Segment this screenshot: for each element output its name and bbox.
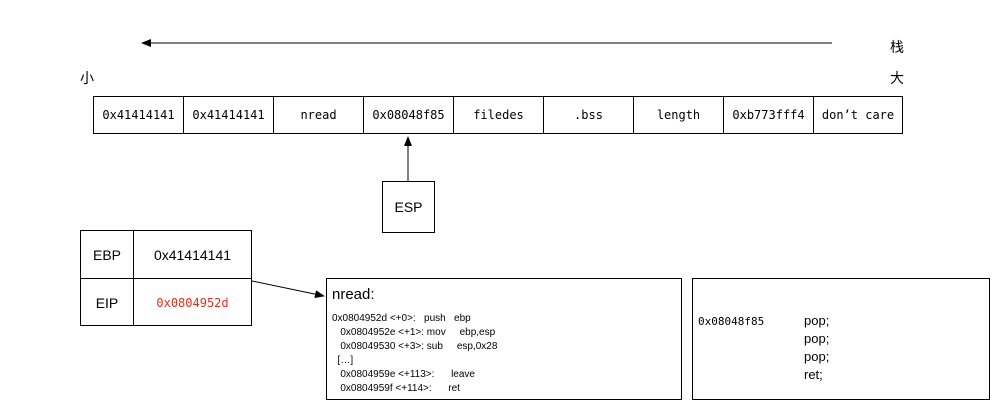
code-line: 0x0804952d <+0>: push ebp bbox=[332, 313, 471, 324]
code-line: 0x0804959e <+113>: leave bbox=[332, 369, 475, 380]
stack-cell: .bss bbox=[544, 97, 634, 133]
gadget-instruction: pop; bbox=[804, 349, 830, 364]
gadget-instruction: ret; bbox=[804, 367, 823, 382]
nread-title: nread: bbox=[332, 286, 375, 303]
code-line: […] bbox=[332, 355, 354, 366]
eip-value: 0x0804952d bbox=[156, 295, 229, 310]
ebp-name: EBP bbox=[81, 231, 134, 278]
stack-cell: 0x41414141 bbox=[184, 97, 274, 133]
eip-to-nread-arrow bbox=[251, 280, 325, 299]
gadget-instruction: pop; bbox=[804, 331, 830, 346]
stack-cell: 0xb773fff4 bbox=[724, 97, 814, 133]
stack-cell: length bbox=[634, 97, 724, 133]
ebp-value: 0x41414141 bbox=[153, 246, 232, 263]
big-end-label: 大 bbox=[890, 70, 904, 86]
small-end-label: 小 bbox=[80, 70, 94, 86]
eip-name: EIP bbox=[81, 279, 134, 326]
code-line: 0x0804952e <+1>: mov ebp,esp bbox=[332, 327, 496, 338]
eip-row: EIP 0x0804952d bbox=[81, 279, 251, 326]
ebp-row: EBP 0x41414141 bbox=[81, 231, 251, 279]
gadget-address: 0x08048f85 bbox=[698, 315, 765, 328]
stack-cell: 0x41414141 bbox=[94, 97, 184, 133]
stack-memory-row: 0x41414141 0x41414141 nread 0x08048f85 f… bbox=[93, 96, 903, 134]
rop-gadget-box: 0x08048f85 pop; pop; pop; ret; bbox=[692, 278, 990, 400]
esp-label: ESP bbox=[394, 199, 423, 215]
gadget-instruction: pop; bbox=[804, 313, 830, 328]
code-line: 0x08049530 <+3>: sub esp,0x28 bbox=[332, 341, 498, 352]
stack-cell: nread bbox=[274, 97, 364, 133]
stack-cell: 0x08048f85 bbox=[364, 97, 454, 133]
code-line: 0x0804959f <+114>: ret bbox=[332, 383, 460, 394]
stack-cell: filedes bbox=[454, 97, 544, 133]
register-table: EBP 0x41414141 EIP 0x0804952d bbox=[80, 230, 252, 326]
stack-cell: don’t care bbox=[821, 108, 895, 122]
stack-label: 栈 bbox=[890, 39, 904, 55]
nread-disassembly-box: nread: 0x0804952d <+0>: push ebp 0x08049… bbox=[326, 278, 682, 400]
esp-box: ESP bbox=[382, 181, 435, 233]
